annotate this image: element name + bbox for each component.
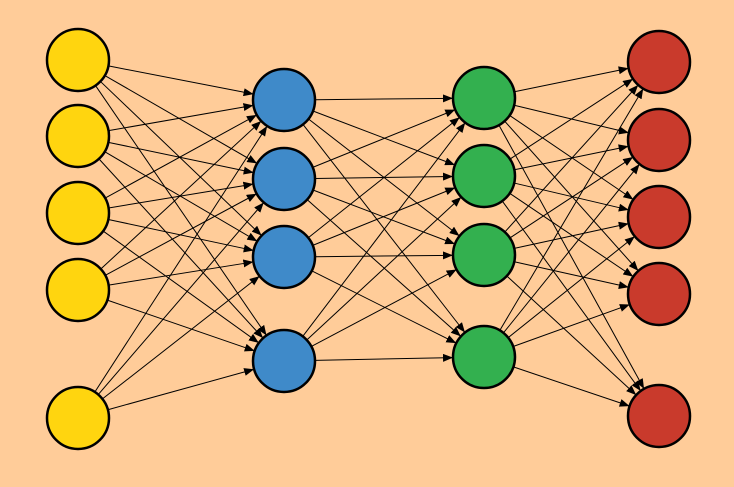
edge-l1n4-l2n3 (108, 259, 254, 286)
edge-l3n4-l4n5 (513, 366, 630, 407)
node-layer3-1 (451, 65, 517, 131)
edge-l1n4-l2n2 (105, 193, 257, 276)
edge-l2n1-l3n2 (312, 110, 456, 166)
node-layer3-2 (451, 143, 517, 209)
edge-l3n3-l4n2 (509, 157, 634, 239)
edge-l3n4-l4n4 (512, 304, 630, 347)
edge-l2n3-l3n2 (312, 187, 456, 246)
edge-l1n5-l2n3 (102, 276, 260, 400)
edge-l3n3-l4n1 (504, 84, 639, 233)
edge-l3n3-l4n4 (514, 261, 629, 289)
node-layer1-2 (45, 103, 111, 169)
node-layer2-1 (251, 67, 317, 133)
edge-l3n2-l4n4 (509, 192, 634, 277)
edge-l2n4-l3n4 (314, 353, 454, 362)
edge-l1n2-l2n1 (108, 103, 254, 132)
node-layer4-3 (626, 184, 692, 250)
node-layer4-1 (626, 29, 692, 95)
edge-l3n2-l4n5 (501, 200, 641, 391)
edge-l1n3-l2n1 (104, 114, 257, 199)
edge-l1n4-l2n1 (100, 121, 262, 270)
node-layer1-1 (45, 27, 111, 93)
node-layer1-3 (45, 180, 111, 246)
edge-l2n3-l3n1 (307, 117, 460, 239)
edge-l3n2-l4n1 (509, 78, 634, 160)
edge-l3n1-l4n4 (504, 120, 639, 271)
edge-l1n1-l2n3 (100, 81, 262, 236)
edge-l1n5-l2n2 (97, 202, 264, 395)
edge-l3n2-l4n3 (514, 182, 629, 212)
node-layer2-4 (251, 328, 317, 394)
edge-l2n4-l3n1 (302, 122, 466, 337)
edge-l3n1-l4n3 (509, 115, 634, 200)
node-layer1-4 (45, 257, 111, 323)
node-layer2-3 (251, 224, 317, 290)
node-layer4-4 (626, 261, 692, 327)
edge-l1n4-l2n4 (107, 299, 255, 352)
edge-l2n3-l3n4 (311, 270, 457, 344)
edge-l2n3-l3n3 (314, 251, 454, 260)
edge-l3n1-l4n1 (514, 66, 629, 93)
node-layer4-2 (626, 107, 692, 173)
edge-l3n1-l4n5 (498, 124, 645, 389)
edge-l1n3-l2n4 (102, 230, 259, 343)
edge-l2n1-l3n4 (302, 124, 465, 333)
nodes-group (45, 27, 692, 451)
edge-l1n1-l2n1 (108, 65, 254, 97)
edge-l1n5-l2n4 (107, 368, 255, 411)
edge-l2n2-l3n1 (312, 109, 456, 168)
edge-l3n4-l4n2 (503, 164, 640, 334)
node-layer4-5 (626, 383, 692, 449)
edge-l2n1-l3n1 (314, 94, 454, 103)
edge-l1n2-l2n2 (108, 141, 254, 175)
node-layer2-2 (251, 146, 317, 212)
edge-l3n3-l4n3 (514, 221, 629, 249)
node-layer3-4 (451, 324, 517, 390)
edge-l3n4-l4n3 (507, 236, 635, 339)
edge-l2n2-l3n4 (306, 199, 461, 337)
edge-l1n5-l2n1 (94, 126, 268, 393)
node-layer3-3 (451, 222, 517, 288)
edge-l3n2-l4n2 (514, 144, 629, 171)
edge-l2n4-l3n3 (311, 269, 457, 347)
edge-l1n2-l2n4 (98, 158, 264, 339)
edge-l3n4-l4n1 (499, 88, 644, 331)
edge-l2n4-l3n2 (306, 197, 462, 341)
node-layer1-5 (45, 385, 111, 451)
edges-group (94, 65, 645, 411)
edge-l3n3-l4n5 (506, 275, 637, 396)
